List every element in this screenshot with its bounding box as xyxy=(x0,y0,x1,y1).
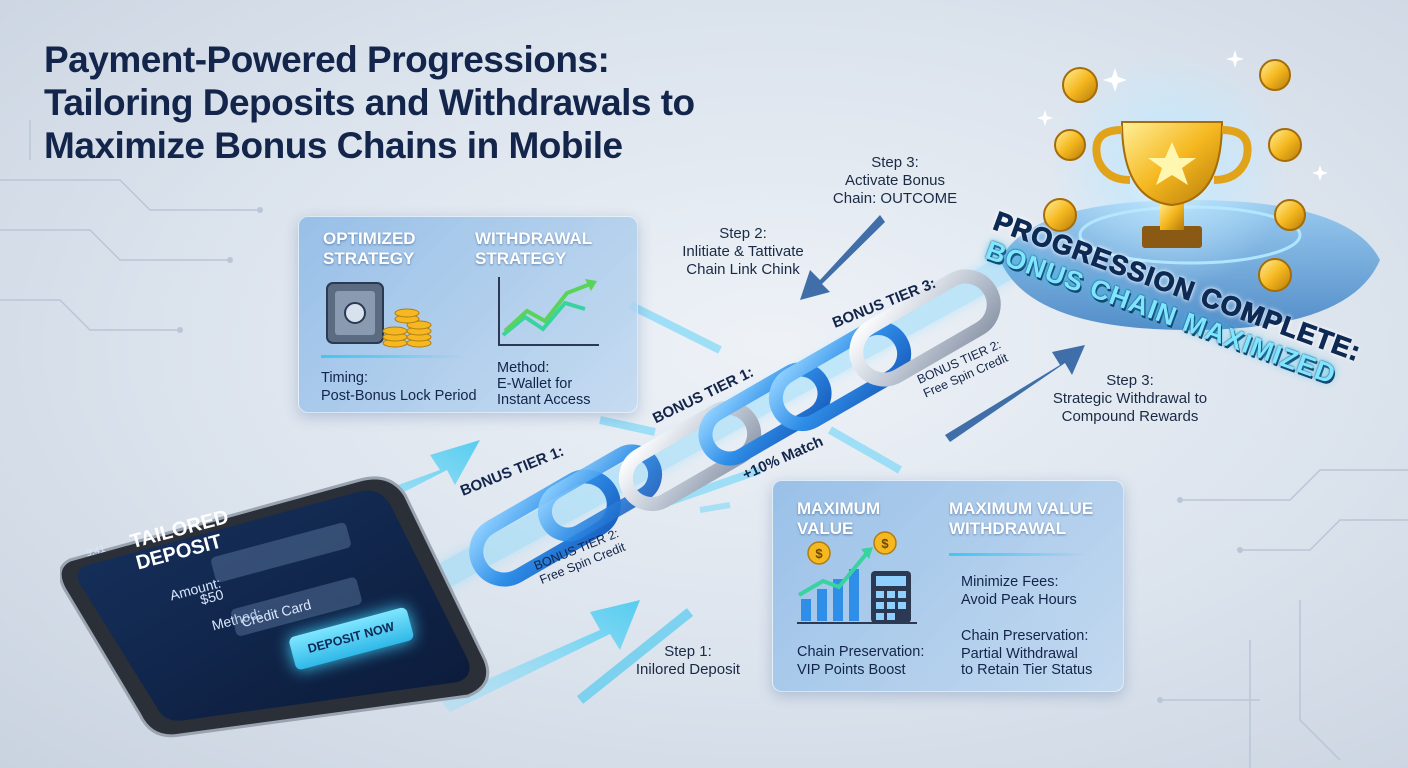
svg-text:$: $ xyxy=(815,546,823,561)
chain-preservation-2-label: Chain Preservation: xyxy=(961,628,1089,644)
arrow-step3-up xyxy=(945,345,1085,442)
chain-preservation-2-value-1: Partial Withdrawal xyxy=(961,646,1078,662)
trophy-base xyxy=(1142,226,1202,248)
timing-label: Timing: xyxy=(321,370,368,386)
method-label: Method: xyxy=(497,360,550,376)
trophy-coins-artwork xyxy=(1000,50,1380,330)
arrow-bottom-right xyxy=(440,600,640,712)
title-line-2: Tailoring Deposits and Withdrawals to xyxy=(44,82,695,123)
divider xyxy=(949,553,1089,556)
divider xyxy=(321,355,466,358)
title-line-3: Maximize Bonus Chains in Mobile xyxy=(44,125,623,166)
optimized-strategy-heading: OPTIMIZED STRATEGY xyxy=(323,229,416,268)
arrow-step3-down xyxy=(800,215,885,300)
method-value-1: E-Wallet for xyxy=(497,376,573,392)
chain-preservation-value: VIP Points Boost xyxy=(797,662,906,678)
timing-value: Post-Bonus Lock Period xyxy=(321,388,477,404)
value-growth-calculator-icon: $ $ xyxy=(797,531,917,624)
smartphone: 9:41 TAILORED DEPOSIT Amount: $50 Method… xyxy=(60,470,490,740)
step-2-label: Step 2: Inlitiate & Tattivate Chain Link… xyxy=(682,225,804,278)
page-title: Payment-Powered Progressions: Tailoring … xyxy=(44,38,804,167)
step-1-label: Step 1: Inilored Deposit xyxy=(635,643,741,678)
step-3-withdrawal-label: Step 3: Strategic Withdrawal to Compound… xyxy=(1052,372,1208,425)
title-line-1: Payment-Powered Progressions: xyxy=(44,39,610,80)
maximum-value-heading: MAXIMUM VALUE xyxy=(797,499,881,538)
withdrawal-strategy-heading: WITHDRAWAL STRATEGY xyxy=(475,229,593,268)
minimize-fees-value: Avoid Peak Hours xyxy=(961,592,1077,608)
method-value-2: Instant Access xyxy=(497,392,591,408)
phone-body xyxy=(60,476,490,738)
completion-reward: PROGRESSION COMPLETE: BONUS CHAIN MAXIMI… xyxy=(982,30,1390,430)
safe-with-coins-icon xyxy=(326,282,432,348)
minimize-fees-label: Minimize Fees: xyxy=(961,574,1059,590)
chain-preservation-label: Chain Preservation: xyxy=(797,644,925,660)
growth-chart-icon xyxy=(498,277,599,346)
value-panel: MAXIMUM VALUE MAXIMUM VALUE WITHDRAWAL $… xyxy=(772,480,1124,692)
chain-preservation-2-value-2: to Retain Tier Status xyxy=(961,662,1093,678)
svg-text:$: $ xyxy=(881,536,889,551)
maximum-value-withdrawal-heading: MAXIMUM VALUE WITHDRAWAL xyxy=(949,499,1094,538)
strategy-panel: OPTIMIZED STRATEGY WITHDRAWAL STRATEGY T… xyxy=(298,216,638,413)
step-3-outcome-label: Step 3: Activate Bonus Chain: OUTCOME xyxy=(832,154,958,207)
bonus-chain xyxy=(469,269,1001,587)
